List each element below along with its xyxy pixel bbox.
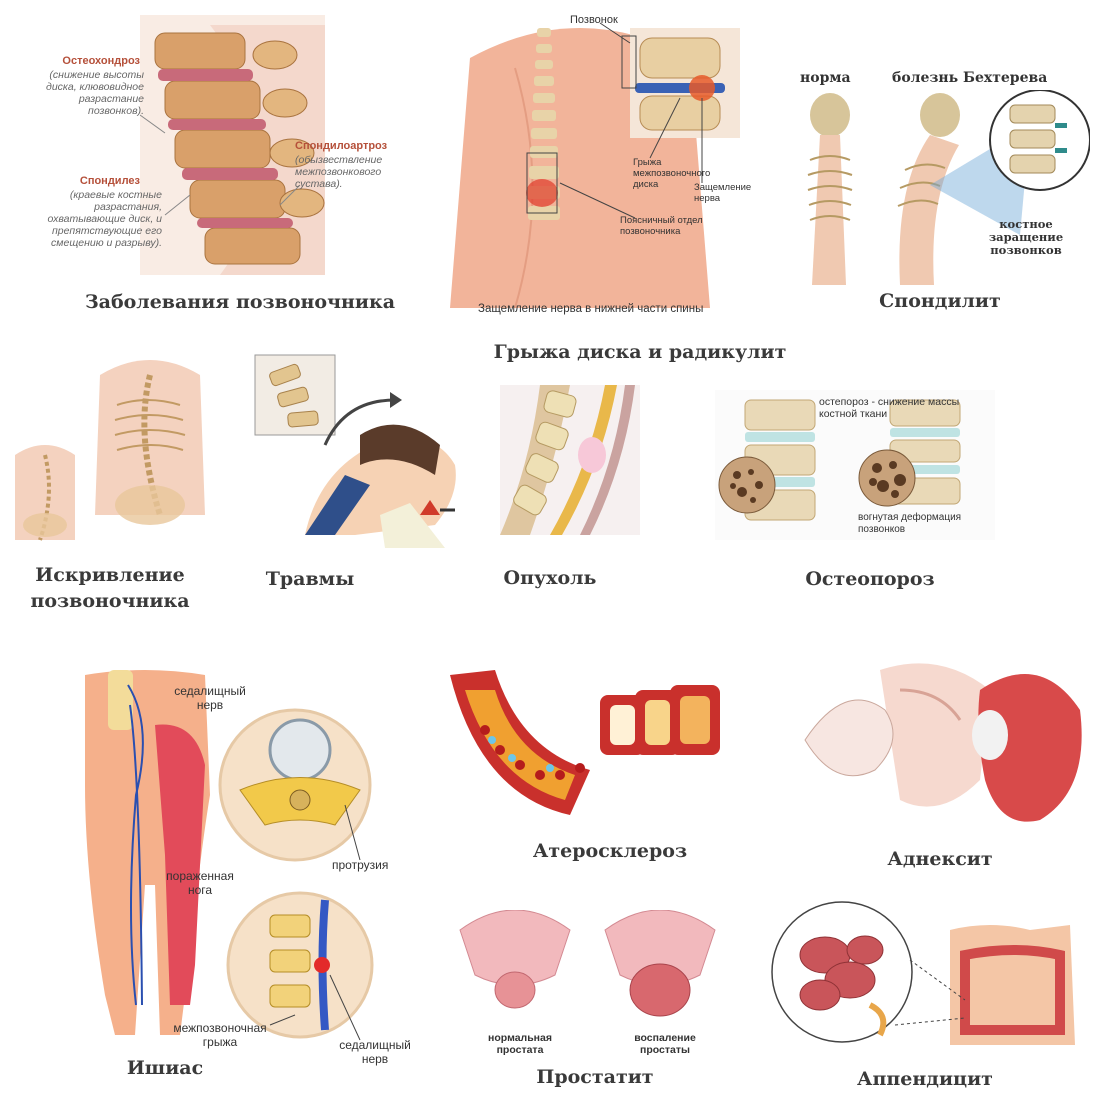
panel-appendicitis: Аппендицит xyxy=(770,900,1090,1095)
label-lumbar: Поясничный отдел позвоночника xyxy=(620,215,703,237)
spine-diseases-illustration xyxy=(139,15,325,275)
adnexitis-illustration xyxy=(804,663,1082,822)
caption-tumor: Опухоль xyxy=(503,567,597,589)
label-inflamed-prostate: воспаление простаты xyxy=(634,1032,696,1057)
label-spondyloarthrosis-title: Спондилоартроз xyxy=(295,140,388,152)
panel-spine-diseases: Остеохондроз (снижение высоты диска, клю… xyxy=(40,15,420,315)
osteoporosis-illustration xyxy=(715,390,995,540)
panel-spondylitis: норма болезнь Бехтерева костное заращени… xyxy=(790,60,1090,330)
caption-spondylitis: Спондилит xyxy=(879,290,1001,312)
label-intervertebral-hernia: межпозвоночная грыжа xyxy=(173,1021,267,1049)
panel-tumor: Опухоль xyxy=(495,385,655,600)
appendicitis-illustration xyxy=(771,901,1075,1045)
label-osteoporosis-bottom: вогнутая деформация позвонков xyxy=(858,512,962,535)
label-disc-hernia: Грыжа межпозвоночного диска xyxy=(633,157,711,190)
label-osteoporosis-top: остепороз - снижение массы костной ткани xyxy=(819,396,960,421)
label-protrusion: протрузия xyxy=(332,858,389,872)
hernia-illustration xyxy=(450,22,740,309)
panel-adnexitis: Аднексит xyxy=(790,630,1090,880)
label-vertebra: Позвонок xyxy=(570,14,618,26)
caption-osteoporosis: Остеопороз xyxy=(805,568,935,590)
caption-atherosclerosis: Атеросклероз xyxy=(532,840,688,862)
panel-hernia: Позвонок Грыжа межпозвоночного диска Защ… xyxy=(440,8,786,368)
label-bone-fusion: костное заращение позвонков xyxy=(988,217,1064,258)
caption-prostatitis: Простатит xyxy=(536,1066,654,1088)
caption-adnexitis: Аднексит xyxy=(887,848,993,870)
panel-injuries: Травмы xyxy=(250,350,460,600)
panel-prostatitis: нормальная простата воспаление простаты … xyxy=(455,910,735,1095)
label-osteochondrosis-title: Остеохондроз xyxy=(62,55,140,67)
panel-curvature: Искривление позвоночника xyxy=(5,345,215,615)
label-sciatic-nerve-2: седалищный нерв xyxy=(339,1038,411,1066)
caption-curvature: Искривление позвоночника xyxy=(30,564,190,612)
prostatitis-illustration xyxy=(459,910,716,1017)
label-hernia-bottom: Защемление нерва в нижней части спины xyxy=(478,303,704,315)
label-sciatic-nerve: седалищный нерв xyxy=(174,684,246,712)
label-spondylosis-desc: (краевые костные разрастания, охватывающ… xyxy=(47,189,162,250)
label-osteochondrosis-desc: (снижение высоты диска, клювовидное разр… xyxy=(46,69,144,118)
caption-spine-diseases: Заболевания позвоночника xyxy=(84,291,396,313)
tumor-illustration xyxy=(500,385,640,535)
caption-appendicitis: Аппендицит xyxy=(857,1068,993,1090)
panel-sciatica: седалищный нерв пораженная нога протрузи… xyxy=(60,665,440,1090)
label-norm: норма xyxy=(800,70,851,86)
label-nerve-pinch: Защемление нерва xyxy=(694,182,752,204)
atherosclerosis-illustration xyxy=(450,670,720,815)
caption-injuries: Травмы xyxy=(265,568,355,590)
curvature-illustration xyxy=(15,360,205,541)
caption-sciatica: Ишиас xyxy=(126,1057,204,1079)
label-normal-prostate: нормальная простата xyxy=(488,1032,552,1057)
label-affected-leg: пораженная нога xyxy=(166,869,234,897)
panel-atherosclerosis: Атеросклероз xyxy=(440,670,730,870)
caption-hernia: Грыжа диска и радикулит xyxy=(493,341,787,363)
label-spondylosis-title: Спондилез xyxy=(79,175,140,187)
panel-osteoporosis: остепороз - снижение массы костной ткани… xyxy=(715,390,1005,600)
label-spondyloarthrosis-desc: (обызвествление межпозвонкового сустава)… xyxy=(295,154,383,191)
label-bekhterev: болезнь Бехтерева xyxy=(892,70,1048,86)
injuries-illustration xyxy=(254,354,456,548)
sciatica-illustration xyxy=(85,670,374,1041)
spondylitis-illustration xyxy=(807,90,1090,285)
